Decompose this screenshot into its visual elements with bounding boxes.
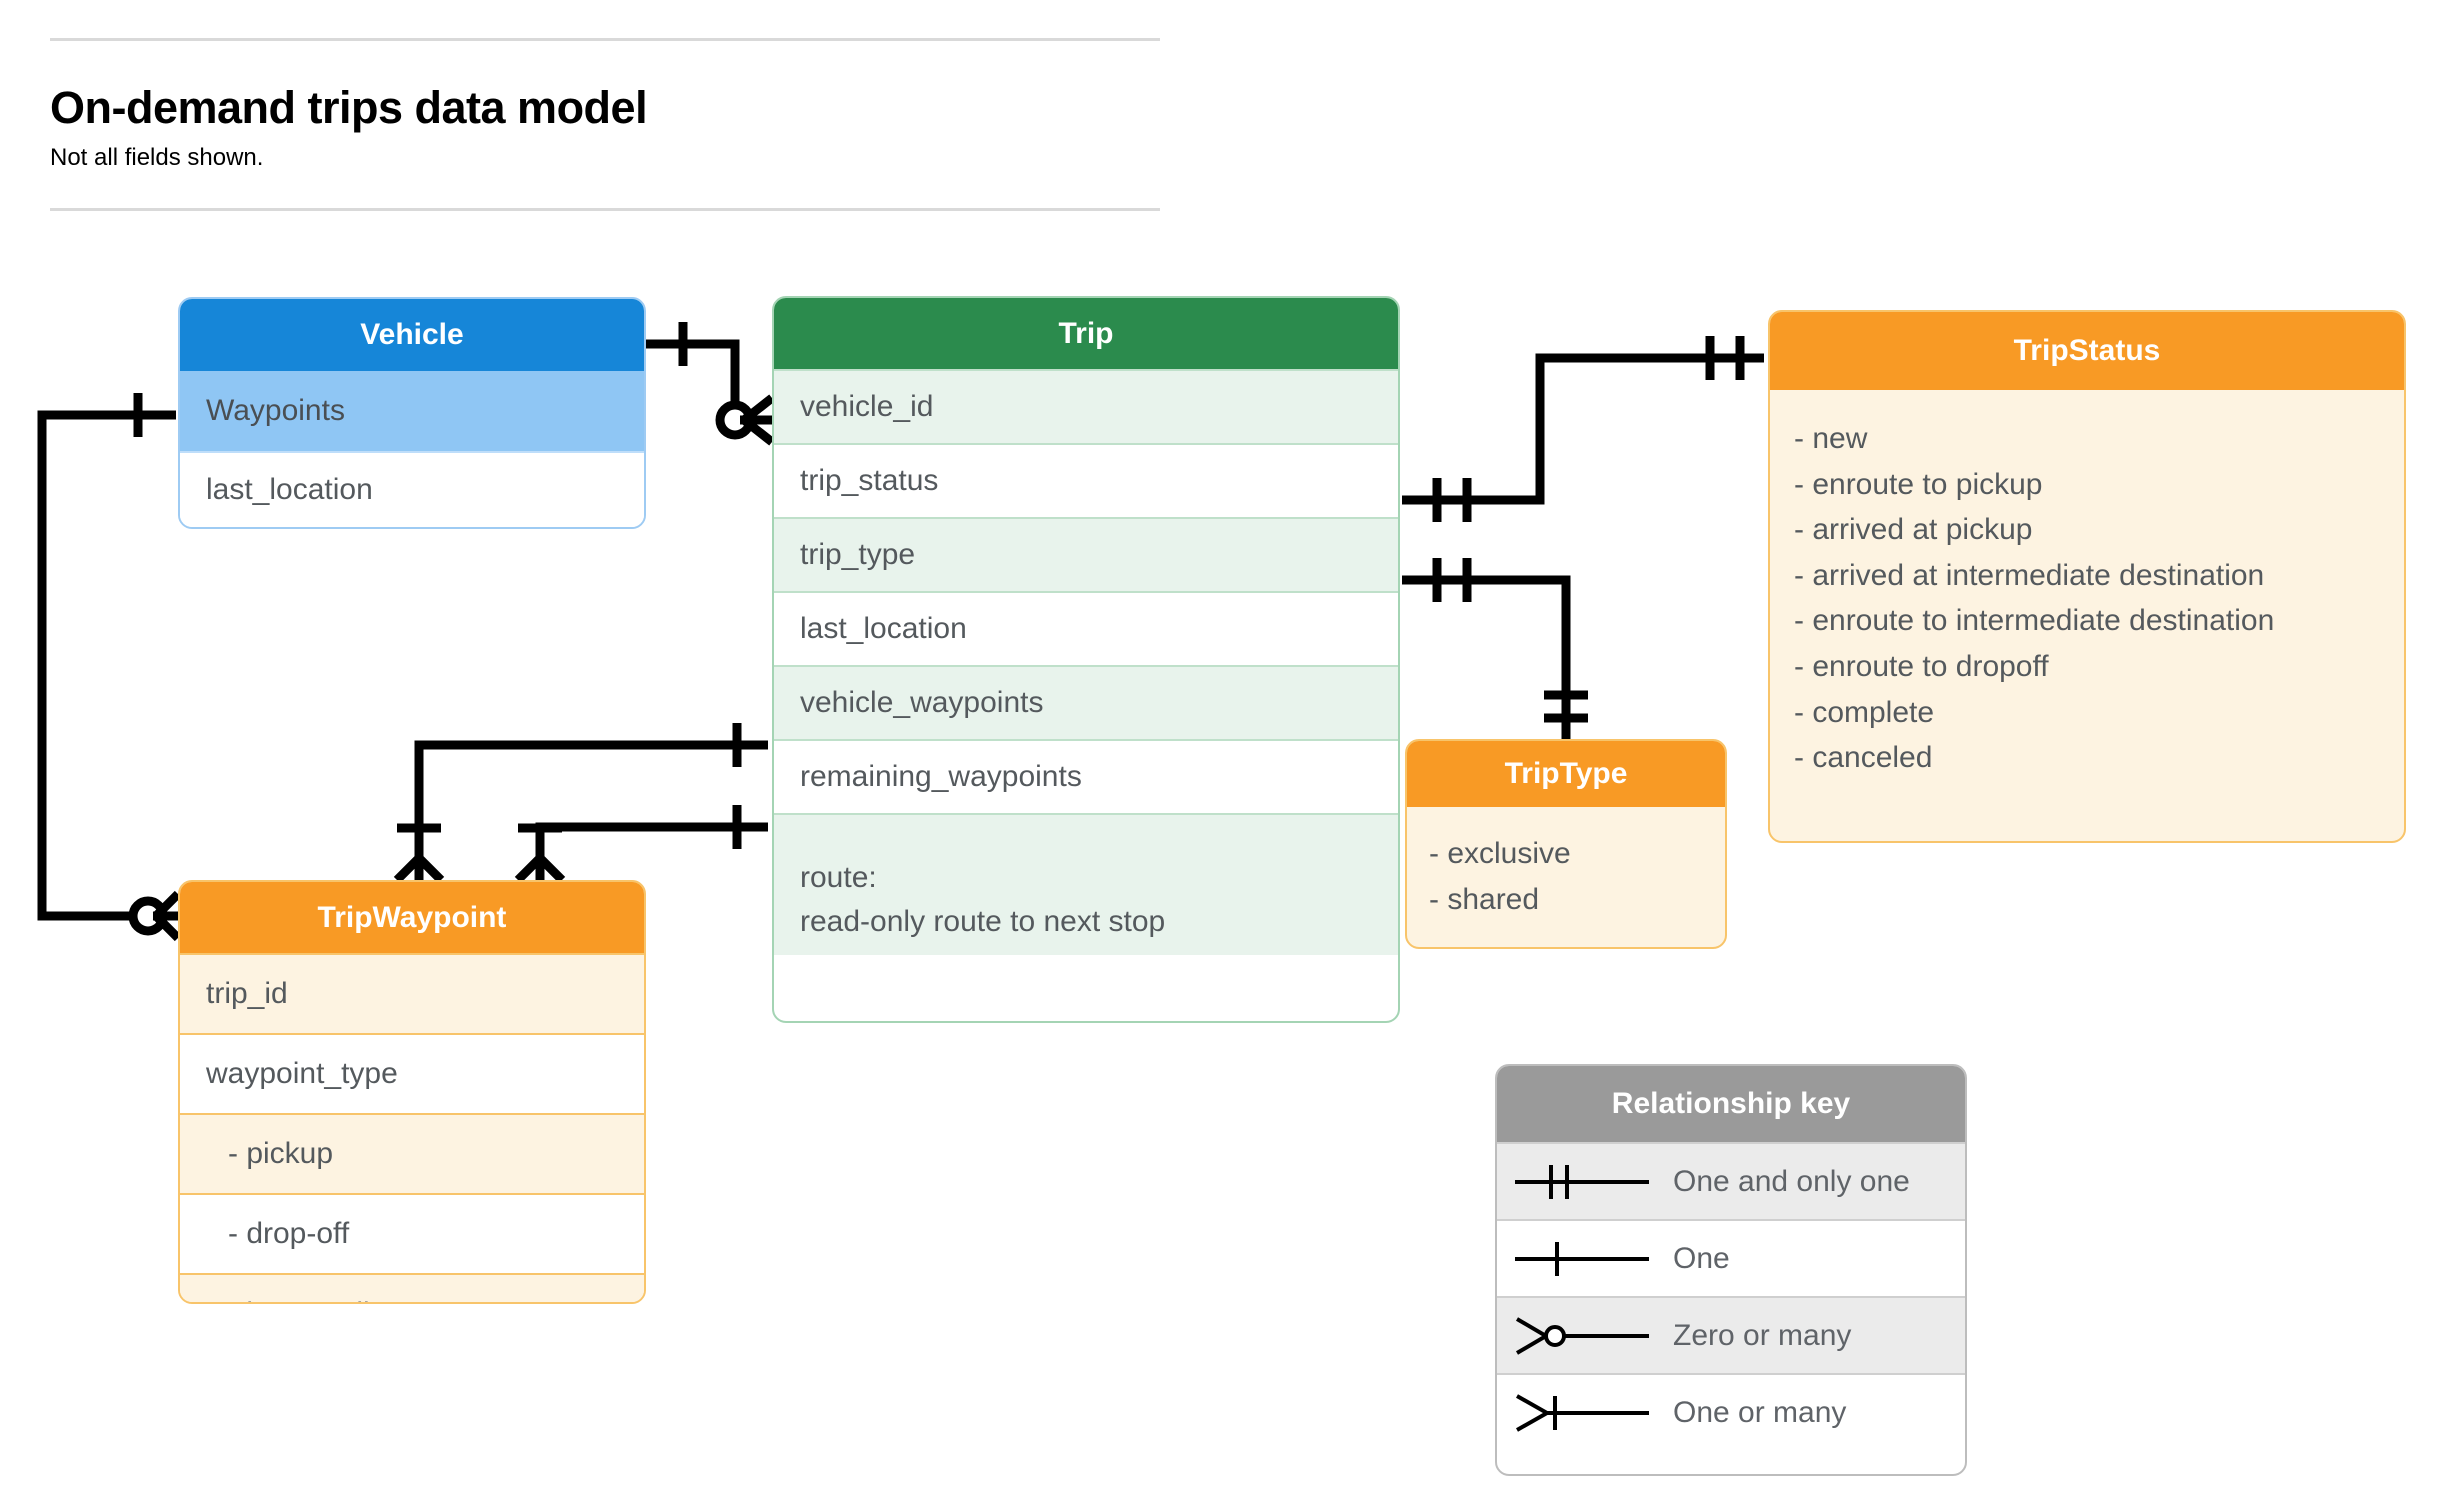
- field-trip-route-description: read-only route to next stop: [800, 904, 1166, 938]
- enum-item: - complete: [1794, 695, 1935, 729]
- field-vehicle-waypoints[interactable]: Waypoints: [180, 371, 644, 451]
- field-trip-route[interactable]: route: read-only route to next stop: [774, 813, 1398, 955]
- field-trip-trip-status[interactable]: trip_status: [774, 443, 1398, 517]
- entity-tripwaypoint-title: TripWaypoint: [180, 882, 644, 953]
- one-and-only-one-icon: [1497, 1159, 1673, 1205]
- field-trip-trip-type[interactable]: trip_type: [774, 517, 1398, 591]
- relationship-key-label: One: [1673, 1241, 1730, 1275]
- enum-item: - shared: [1429, 882, 1540, 916]
- enum-item: - enroute to intermediate destination: [1794, 604, 2275, 638]
- connector-remaining-waypoints-field: [535, 822, 768, 855]
- connector-trip-type-to-triptype: [1402, 575, 1571, 739]
- enum-item: - enroute to pickup: [1794, 467, 2043, 501]
- page-subtitle: Not all fields shown.: [50, 144, 264, 172]
- crowfoot-tripwaypoint-header: [128, 890, 182, 942]
- page-title: On-demand trips data model: [50, 82, 648, 133]
- crowfoot-vehicle-waypoints: [393, 854, 445, 884]
- relationship-key-label: One or many: [1673, 1395, 1847, 1429]
- relationship-key-row: One or many: [1497, 1373, 1965, 1450]
- entity-triptype[interactable]: TripType - exclusive - shared: [1405, 739, 1727, 949]
- entity-triptype-title: TripType: [1407, 741, 1725, 807]
- relationship-key-panel: Relationship key One and only one One: [1495, 1064, 1967, 1476]
- entity-tripwaypoint[interactable]: TripWaypoint trip_id waypoint_type - pic…: [178, 880, 646, 1304]
- field-trip-route-label: route:: [800, 861, 877, 894]
- connector-vehicle-waypoints-field: [414, 740, 768, 855]
- connector-vehicle-to-trip: [646, 339, 768, 425]
- relationship-key-label: Zero or many: [1673, 1318, 1852, 1352]
- header-rule-bottom: [50, 208, 1160, 211]
- enum-item: - new: [1794, 422, 1868, 455]
- field-tripwaypoint-intermediate[interactable]: - intermediate: [180, 1273, 644, 1302]
- entity-vehicle[interactable]: Vehicle Waypoints last_location: [178, 297, 646, 529]
- relationship-key-title: Relationship key: [1497, 1066, 1965, 1142]
- header-rule-top: [50, 38, 1160, 41]
- one-or-many-icon: [1497, 1390, 1673, 1436]
- field-tripwaypoint-pickup[interactable]: - pickup: [180, 1113, 644, 1193]
- enum-item: - exclusive: [1429, 837, 1571, 870]
- enum-item: - canceled: [1794, 741, 1933, 775]
- enum-item: - arrived at pickup: [1794, 513, 2033, 547]
- field-trip-last-location[interactable]: last_location: [774, 591, 1398, 665]
- entity-tripstatus-title: TripStatus: [1770, 312, 2404, 390]
- field-tripwaypoint-waypoint-type[interactable]: waypoint_type: [180, 1033, 644, 1113]
- crowfoot-remaining-waypoints: [514, 854, 566, 884]
- zero-or-many-icon: [1497, 1313, 1673, 1359]
- enum-item: - enroute to dropoff: [1794, 649, 2049, 683]
- connector-trip-status-to-tripstatus: [1402, 353, 1764, 505]
- relationship-key-row: One and only one: [1497, 1142, 1965, 1219]
- entity-tripstatus[interactable]: TripStatus - new - enroute to pickup - a…: [1768, 310, 2406, 843]
- page-header: On-demand trips data model Not all field…: [50, 38, 1160, 172]
- relationship-key-row: Zero or many: [1497, 1296, 1965, 1373]
- relationship-key-row: One: [1497, 1219, 1965, 1296]
- entity-vehicle-title: Vehicle: [180, 299, 644, 371]
- field-tripwaypoint-trip-id[interactable]: trip_id: [180, 953, 644, 1033]
- field-vehicle-last-location[interactable]: last_location: [180, 451, 644, 527]
- entity-trip[interactable]: Trip vehicle_id trip_status trip_type la…: [772, 296, 1400, 1023]
- enum-item: - arrived at intermediate destination: [1794, 558, 2265, 592]
- relationship-key-label: One and only one: [1673, 1164, 1910, 1198]
- entity-trip-title: Trip: [774, 298, 1398, 369]
- entity-tripstatus-values: - new - enroute to pickup - arrived at p…: [1770, 390, 2404, 781]
- connector-vehicle-waypoints-to-tripwaypoint: [37, 410, 176, 921]
- field-trip-vehicle-waypoints[interactable]: vehicle_waypoints: [774, 665, 1398, 739]
- field-tripwaypoint-dropoff[interactable]: - drop-off: [180, 1193, 644, 1273]
- field-trip-vehicle-id[interactable]: vehicle_id: [774, 369, 1398, 443]
- one-icon: [1497, 1236, 1673, 1282]
- entity-triptype-values: - exclusive - shared: [1407, 807, 1725, 922]
- crowfoot-trip-vehicle-id: [715, 394, 775, 446]
- field-trip-remaining-waypoints[interactable]: remaining_waypoints: [774, 739, 1398, 813]
